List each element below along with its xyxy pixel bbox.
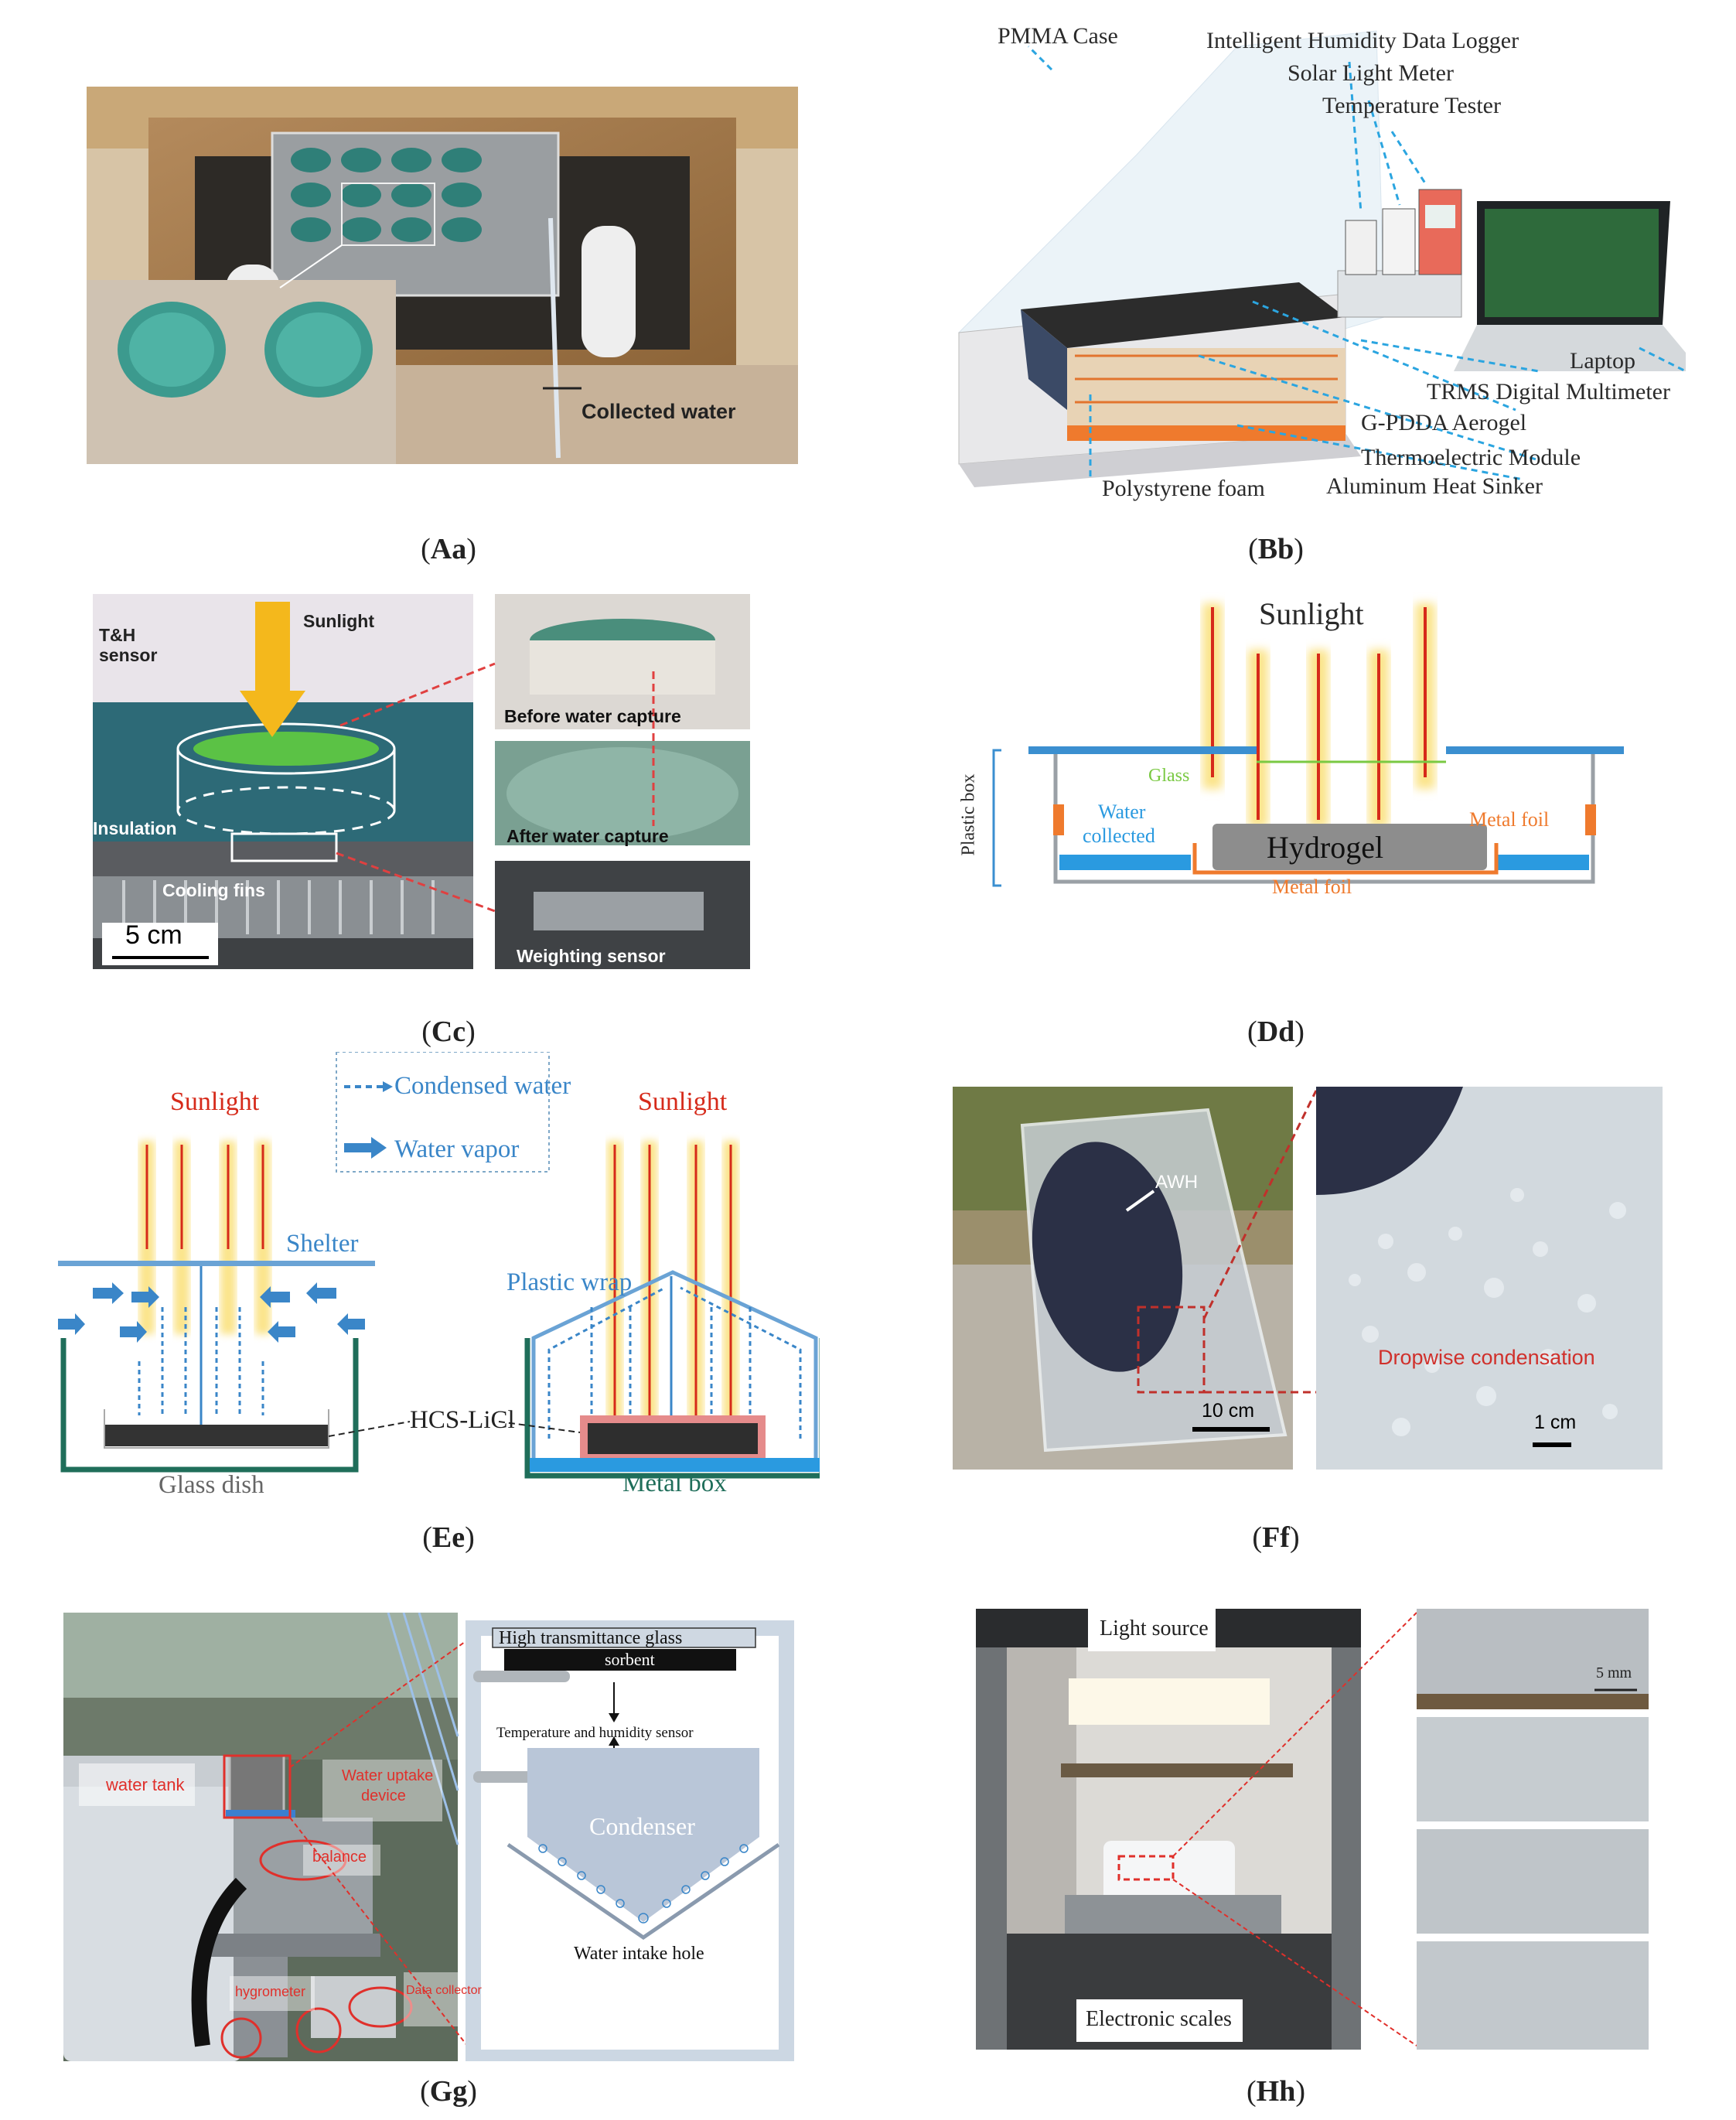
- caption-c: (Cc): [421, 1016, 476, 1048]
- data-collector-label: Data collector: [406, 1984, 482, 1997]
- sunlight-left-label: Sunlight: [170, 1087, 260, 1116]
- weighting-sensor-label: Weighting sensor: [517, 946, 666, 966]
- panel-g-photo: [63, 1613, 794, 2061]
- sunlight-label-d: Sunlight: [1259, 596, 1364, 631]
- th-sensor-label-1: T&H: [99, 625, 136, 645]
- caption-f: (Ff): [1252, 1521, 1300, 1554]
- after-capture-label: After water capture: [506, 826, 669, 846]
- solar-meter-label: Solar Light Meter: [1288, 60, 1454, 86]
- glass-label: Glass: [1148, 766, 1190, 786]
- shelter-label: Shelter: [286, 1230, 359, 1258]
- panel-b-illustration: [957, 30, 1686, 487]
- thermoelectric-label: Thermoelectric Module: [1361, 445, 1581, 470]
- light-source-box: [1088, 1609, 1216, 1651]
- multimeter-label: TRMS Digital Multimeter: [1427, 379, 1670, 405]
- humidity-logger-label: Intelligent Humidity Data Logger: [1206, 28, 1519, 53]
- glass-dish-label: Glass dish: [159, 1471, 264, 1499]
- panel-a: Collected water: [87, 87, 798, 464]
- scale-5mm: 5 mm: [1596, 1664, 1632, 1681]
- scale-bar-5cm: 5 cm: [125, 920, 182, 950]
- caption-g: (Gg): [420, 2075, 477, 2108]
- panel-d: Sunlight Plastic box Glass Water collect…: [959, 588, 1632, 913]
- caption-a: (Aa): [421, 533, 476, 565]
- water-tank-label: water tank: [106, 1775, 185, 1794]
- electronic-scales-label: Electronic scales: [1086, 2007, 1232, 2031]
- dropwise-label: Dropwise condensation: [1378, 1346, 1595, 1369]
- pmma-case-label: PMMA Case: [998, 23, 1118, 49]
- temp-tester-label: Temperature Tester: [1322, 93, 1501, 118]
- water-uptake-label-1: Water uptake: [342, 1767, 434, 1784]
- panel-h-photo: [976, 1609, 1649, 2050]
- insulation-label: Insulation: [93, 818, 177, 838]
- balance-label: balance: [312, 1849, 367, 1866]
- panel-b: PMMA Case Intelligent Humidity Data Logg…: [943, 15, 1686, 510]
- scales-box: [1076, 1999, 1243, 2042]
- metal-foil-right-label: Metal foil: [1469, 808, 1550, 831]
- th-sensor-label-2: sensor: [99, 645, 158, 665]
- sorbent-label: sorbent: [605, 1650, 655, 1669]
- hcs-licl-label: HCS-LiCl: [410, 1406, 515, 1434]
- light-source-label: Light source: [1100, 1616, 1209, 1640]
- panel-c-photo: [93, 594, 750, 969]
- caption-e: (Ee): [422, 1521, 475, 1554]
- th-sensor-g-label: Temperature and humidity sensor: [496, 1725, 694, 1741]
- panel-c: T&H sensor Sunlight Insulation Cooling f…: [93, 594, 750, 969]
- metal-foil-bottom-label: Metal foil: [1272, 876, 1352, 898]
- polystyrene-label: Polystyrene foam: [1102, 476, 1265, 501]
- panel-g: water tank Water uptake device balance h…: [63, 1613, 803, 2061]
- water-collected-label-1: Water: [1098, 801, 1146, 823]
- intake-hole-label: Water intake hole: [574, 1944, 704, 1964]
- laptop-label: Laptop: [1570, 348, 1635, 374]
- scale-1cm: 1 cm: [1534, 1412, 1577, 1433]
- heat-sinker-label: Aluminum Heat Sinker: [1326, 473, 1543, 499]
- legend-condensed: Condensed water: [394, 1072, 571, 1100]
- plastic-box-label: Plastic box: [958, 773, 979, 856]
- condenser-label: Condenser: [589, 1812, 695, 1840]
- hygrometer-label: hygrometer: [235, 1984, 306, 1999]
- hydrogel-label: Hydrogel: [1267, 830, 1384, 865]
- sunlight-label-c: Sunlight: [303, 611, 374, 631]
- panel-a-photo: [87, 87, 798, 464]
- plastic-wrap-label: Plastic wrap: [506, 1268, 633, 1296]
- collected-water-label: Collected water: [582, 400, 736, 423]
- caption-b: (Bb): [1248, 533, 1304, 565]
- high-glass-label: High transmittance glass: [499, 1628, 683, 1648]
- panel-e-diagram: [58, 1052, 820, 1479]
- caption-d: (Dd): [1247, 1016, 1305, 1048]
- sunlight-right-label: Sunlight: [638, 1087, 728, 1116]
- caption-h: (Hh): [1246, 2075, 1305, 2108]
- panel-f: AWH 10 cm Dropwise condensation 1 cm: [953, 1087, 1663, 1470]
- water-uptake-label-2: device: [361, 1787, 406, 1804]
- aerogel-label: G-PDDA Aerogel: [1361, 410, 1527, 435]
- cooling-fins-label: Cooling fins: [162, 880, 265, 900]
- scale-10cm: 10 cm: [1202, 1400, 1255, 1422]
- panel-e: Condensed water Water vapor Sunlight Sun…: [46, 1052, 820, 1516]
- panel-f-photo: [953, 1087, 1663, 1470]
- panel-d-diagram: [992, 603, 1624, 887]
- legend-vapor: Water vapor: [394, 1135, 520, 1163]
- metal-box-label: Metal box: [622, 1470, 727, 1497]
- panel-h: Light source Electronic scales 5 mm: [976, 1609, 1649, 2050]
- awh-label: AWH: [1155, 1172, 1199, 1193]
- before-capture-label: Before water capture: [504, 706, 681, 726]
- water-collected-label-2: collected: [1083, 824, 1155, 847]
